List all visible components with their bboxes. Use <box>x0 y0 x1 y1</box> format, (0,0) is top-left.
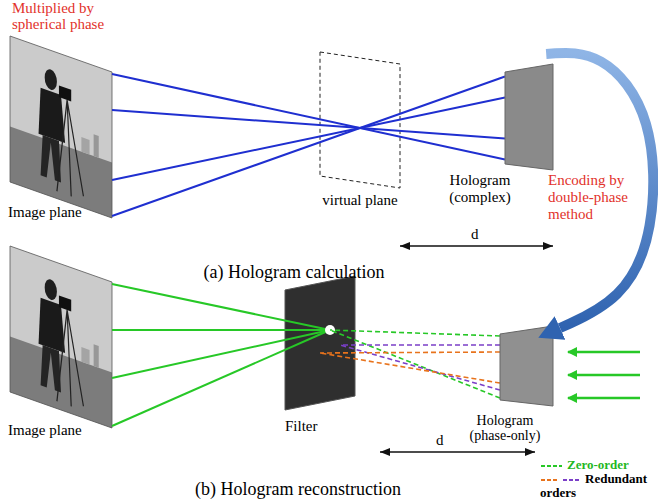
redundant-order-ray <box>340 344 500 346</box>
edge-label: Encoding by double-phase method <box>548 172 640 223</box>
legend-dash <box>541 465 562 467</box>
light-ray <box>112 329 330 331</box>
hologram-plate <box>505 64 553 170</box>
legend: Zero-orderRedundant orders <box>540 458 656 500</box>
plane-label: Image plane <box>8 422 108 439</box>
encoding-arrow <box>546 53 653 328</box>
plane-node: Image plane <box>6 34 116 224</box>
light-ray <box>112 330 330 378</box>
plane-node: Image plane <box>6 244 116 444</box>
legend-dash <box>541 479 559 481</box>
annotation-note: Multiplied by spherical phase <box>12 0 132 32</box>
redundant-order-ray <box>340 345 500 390</box>
zero-order-ray <box>330 330 500 398</box>
plane-node: virtual plane <box>312 48 410 214</box>
light-ray <box>112 330 330 426</box>
distance-arrow <box>400 245 553 246</box>
legend-item: Zero-order <box>540 458 656 472</box>
light-ray <box>112 284 330 330</box>
light-ray <box>112 98 505 180</box>
light-ray <box>112 77 505 217</box>
hologram-plate <box>500 326 553 406</box>
plane-node: Hologram (phase-only) <box>455 320 560 455</box>
virtual-plane-outline <box>320 52 400 188</box>
redundant-order-ray <box>320 352 500 353</box>
illumination-arrow <box>568 374 640 377</box>
illumination-arrow <box>568 351 640 354</box>
plane-label: Image plane <box>8 204 108 221</box>
illumination-arrow <box>568 397 640 400</box>
panel-caption: (b) Hologram reconstruction <box>148 479 448 499</box>
filter-plate <box>285 276 355 410</box>
plane-label: Hologram (phase-only) <box>463 413 547 443</box>
zero-order-ray <box>330 330 500 336</box>
plane-node: Filter <box>280 272 360 442</box>
legend-item: Redundant orders <box>540 472 656 500</box>
distance-arrow <box>380 451 535 452</box>
legend-text: Redundant orders <box>540 471 647 500</box>
light-ray <box>112 110 505 139</box>
image-plane-picture <box>10 246 112 428</box>
plane-label: Filter <box>285 418 355 435</box>
legend-sample <box>540 475 582 485</box>
legend-sample <box>540 461 564 471</box>
plane-node: Hologram (complex) <box>440 54 558 210</box>
distance-label: d <box>471 226 485 243</box>
distance-label: d <box>436 432 450 449</box>
legend-dash <box>563 479 581 481</box>
redundant-order-ray <box>320 353 500 383</box>
plane-label: virtual plane <box>312 192 408 209</box>
image-plane-picture <box>10 36 112 218</box>
panel-caption: (a) Hologram calculation <box>144 262 444 282</box>
legend-text: Zero-order <box>567 457 629 472</box>
plane-label: Hologram (complex) <box>440 172 520 206</box>
